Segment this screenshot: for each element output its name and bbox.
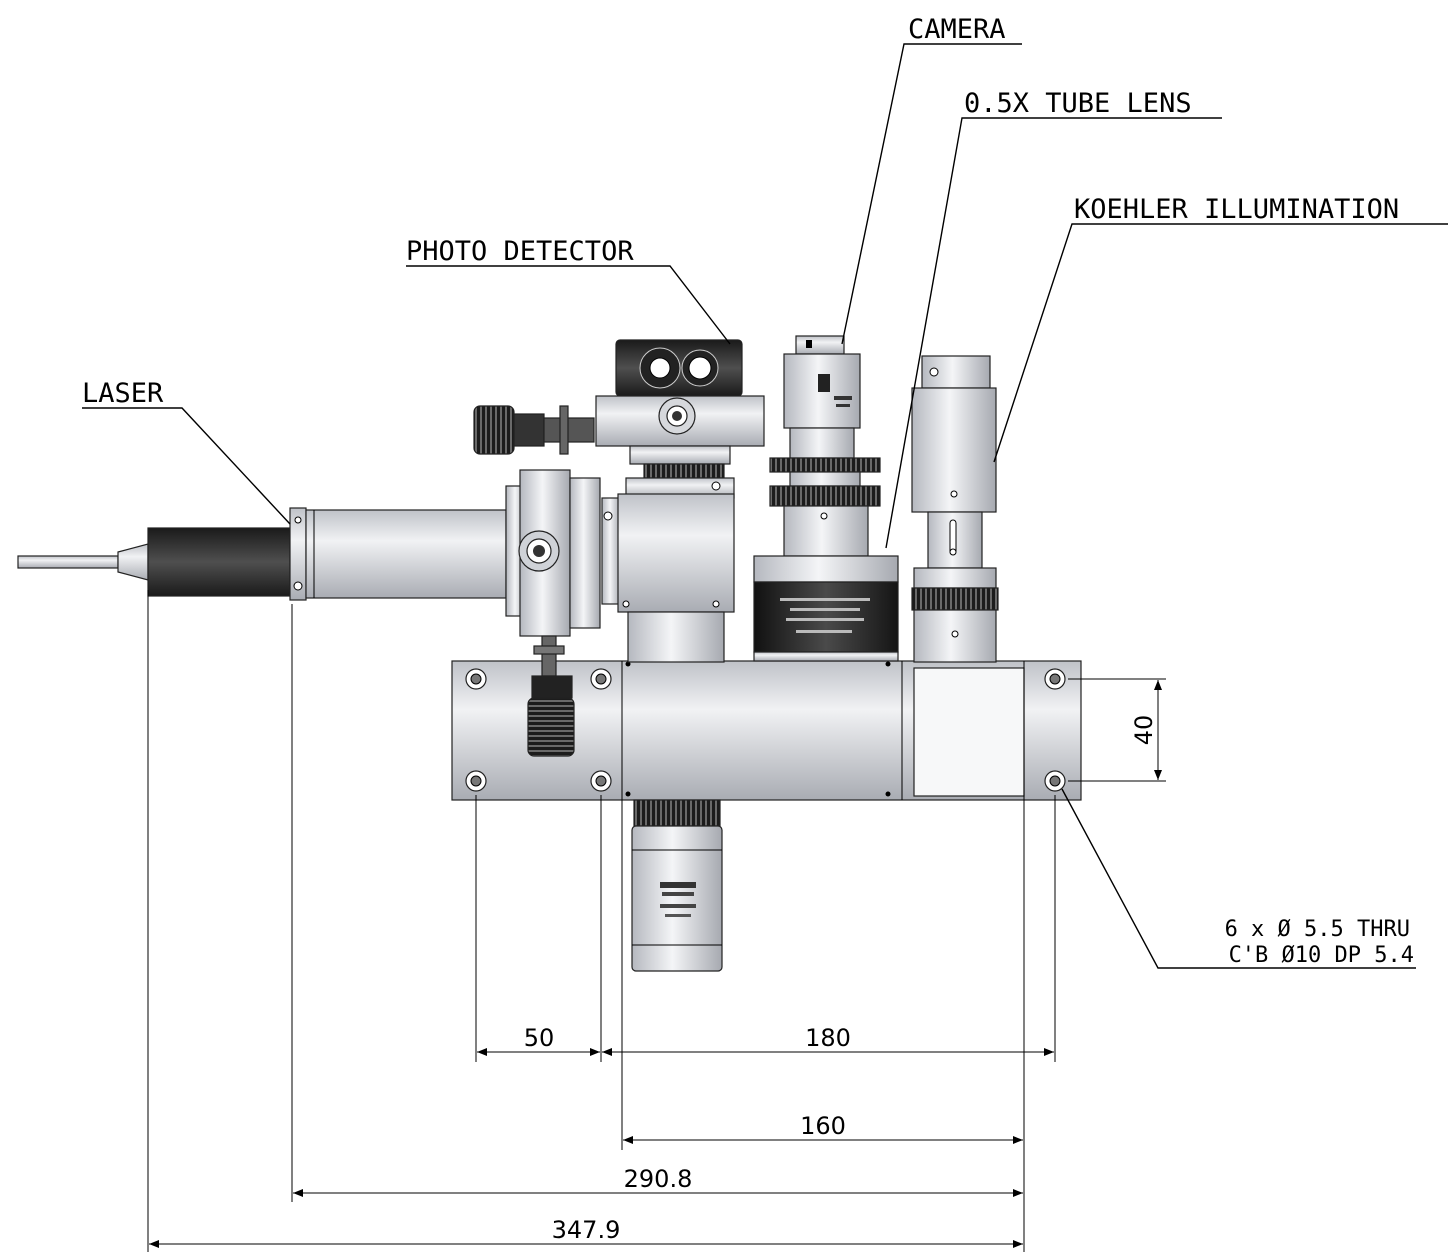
dimension-160: 160 xyxy=(623,1112,1023,1144)
label-koehler: KOEHLER ILLUMINATION xyxy=(993,194,1448,463)
koehler-label: KOEHLER ILLUMINATION xyxy=(1074,194,1399,225)
dimension-50: 50 xyxy=(477,1024,600,1056)
dimension-180: 180 xyxy=(602,1024,1054,1056)
kinematic-mirror-mount xyxy=(505,469,601,757)
mounting-hole xyxy=(1044,668,1066,690)
mounting-hole xyxy=(465,770,487,792)
laser-module xyxy=(17,507,507,601)
dim-160-text: 160 xyxy=(800,1112,846,1140)
label-photo-detector: PHOTO DETECTOR xyxy=(406,236,731,345)
camera-assembly xyxy=(783,335,861,459)
mounting-hole xyxy=(1044,770,1066,792)
hole-note-line2: C'B Ø10 DP 5.4 xyxy=(1229,943,1414,968)
tube-lens xyxy=(753,457,899,662)
hole-note-line1: 6 x Ø 5.5 THRU xyxy=(1225,917,1410,942)
dim-180-text: 180 xyxy=(805,1024,851,1052)
koehler-illumination xyxy=(911,355,999,663)
hole-callout: 6 x Ø 5.5 THRU C'B Ø10 DP 5.4 xyxy=(1061,788,1416,969)
beam-splitter-cube xyxy=(601,481,735,663)
laser-label: LASER xyxy=(82,378,164,409)
label-tube-lens: 0.5X TUBE LENS xyxy=(885,88,1222,549)
label-camera: CAMERA xyxy=(841,14,1022,345)
label-laser: LASER xyxy=(82,378,291,525)
dim-347-text: 347.9 xyxy=(552,1216,621,1244)
photo-detector-assembly xyxy=(473,339,765,499)
dim-50-text: 50 xyxy=(524,1024,555,1052)
mounting-hole xyxy=(465,668,487,690)
dim-290-text: 290.8 xyxy=(624,1165,693,1193)
dimension-40: 40 xyxy=(1068,678,1166,782)
dimension-347-9: 347.9 xyxy=(149,1216,1023,1248)
camera-label: CAMERA xyxy=(908,14,1006,45)
dimension-290-8: 290.8 xyxy=(293,1165,1023,1197)
tube-lens-label: 0.5X TUBE LENS xyxy=(964,88,1192,119)
mounting-hole xyxy=(590,668,612,690)
mounting-hole xyxy=(590,770,612,792)
dim-40-text: 40 xyxy=(1130,715,1158,746)
objective-lens xyxy=(631,799,723,972)
photo-detector-label: PHOTO DETECTOR xyxy=(406,236,634,267)
